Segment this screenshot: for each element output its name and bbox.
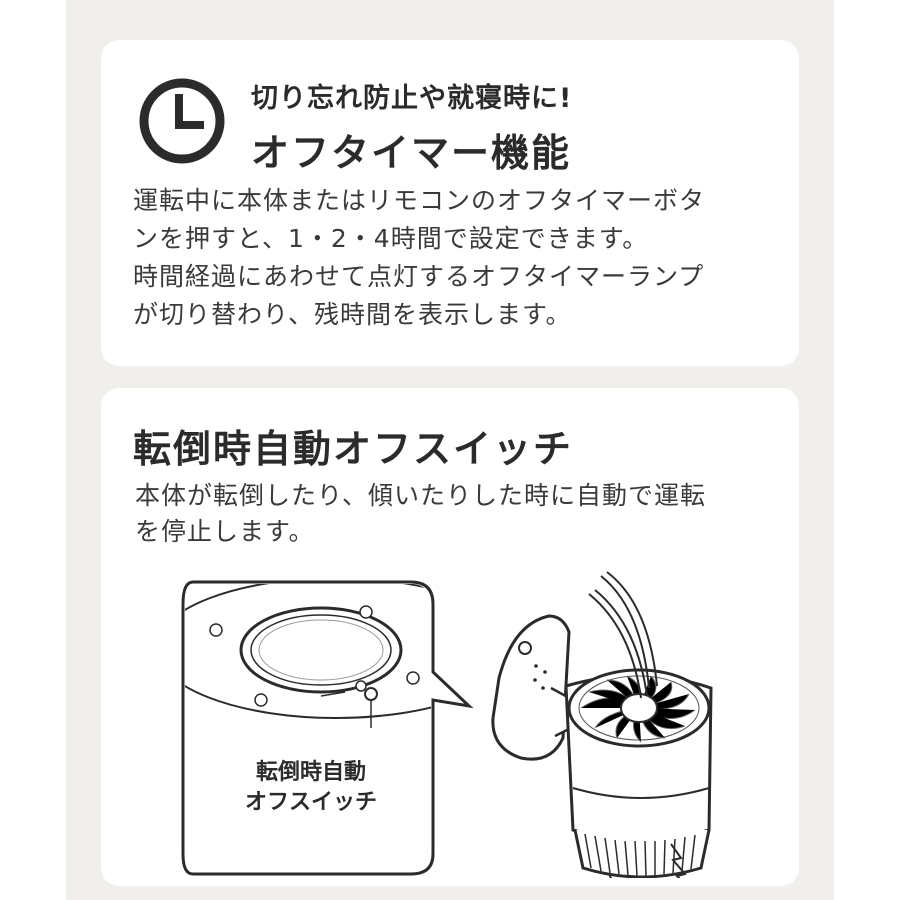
- tip-over-line: を停止します。: [135, 517, 315, 546]
- switch-callout-line: オフスイッチ: [244, 790, 377, 815]
- tip-over-switch-title: 転倒時自動オフスイッチ: [133, 427, 574, 471]
- off-timer-subtitle: 切り忘れ防止や就寝時に!: [251, 83, 573, 114]
- off-timer-card: 切り忘れ防止や就寝時に! オフタイマー機能 運転中に本体またはリモコンのオフタイ…: [101, 40, 799, 366]
- off-timer-line: が切り替わり、残時間を表示します。: [133, 300, 572, 329]
- off-timer-title: オフタイマー機能: [251, 131, 572, 175]
- tip-over-switch-card: 転倒時自動オフスイッチ 本体が転倒したり、傾いたりした時に自動で運転 を停止しま…: [101, 388, 799, 886]
- base-underside: [185, 584, 431, 728]
- tip-over-line: 本体が転倒したり、傾いたりした時に自動で運転: [135, 481, 707, 510]
- off-timer-description: 運転中に本体またはリモコンのオフタイマーボタ ンを押すと、1・2・4時間で設定で…: [133, 182, 783, 334]
- switch-callout-line: 転倒時自動: [255, 760, 366, 785]
- off-timer-line: 時間経過にあわせて点灯するオフタイマーランプ: [133, 262, 705, 291]
- switch-callout-label: 転倒時自動 オフスイッチ: [221, 758, 401, 818]
- clock-icon: [139, 78, 225, 164]
- tip-over-switch-description: 本体が転倒したり、傾いたりした時に自動で運転 を停止します。: [135, 478, 785, 550]
- fan-drawing: [491, 571, 713, 878]
- fan-tip-over-illustration: [181, 571, 713, 878]
- off-timer-line: ンを押すと、1・2・4時間で設定できます。: [133, 224, 649, 253]
- off-timer-line: 運転中に本体またはリモコンのオフタイマーボタ: [133, 186, 706, 215]
